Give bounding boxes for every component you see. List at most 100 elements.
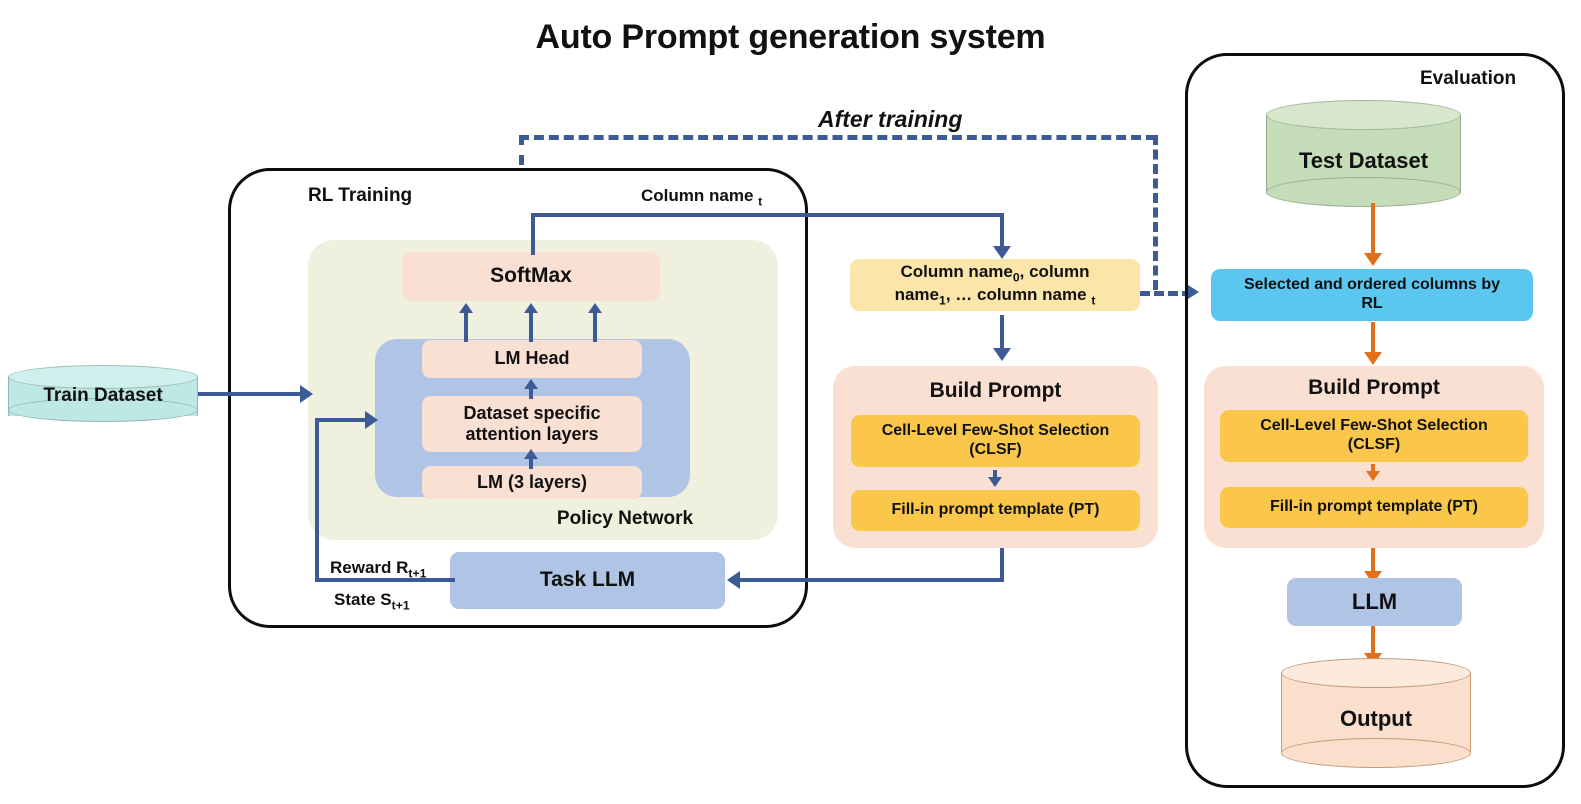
clsf-to-pt-line-evaluation: [1371, 464, 1375, 473]
pt-label-evaluation: Fill-in prompt template (PT): [1270, 498, 1478, 516]
reward-label-text: Reward R: [330, 558, 409, 577]
columns-to-build-prompt-arrowhead-eval: [1364, 352, 1382, 365]
after-training-arrowhead: [1188, 285, 1199, 299]
page-title: Auto Prompt generation system: [535, 18, 1046, 56]
build-prompt-title-training: Build Prompt: [929, 379, 1062, 402]
clsf-label-line1-training: Cell-Level Few-Shot Selection: [881, 422, 1110, 440]
feedback-vertical: [315, 418, 319, 582]
softmax-out-horizontal: [531, 213, 1004, 217]
llm-label: LLM: [1351, 589, 1398, 615]
clsf-box-training: Cell-Level Few-Shot Selection (CLSF): [851, 415, 1140, 467]
llm-to-output-line: [1371, 626, 1375, 656]
train-dataset-cylinder-top: [8, 365, 198, 389]
attention-to-lm-head-arrowhead: [524, 379, 538, 389]
attention-layers-label-line2: attention layers: [465, 424, 599, 444]
lm-head-to-softmax-arrowhead-3: [588, 303, 602, 313]
lm-head-to-softmax-line-1: [464, 312, 468, 342]
after-training-dashed-into-eval: [1140, 291, 1192, 296]
after-training-dashed-vertical-right: [1153, 135, 1158, 290]
selected-columns-line2: RL: [1361, 295, 1383, 312]
prompt-to-task-llm-horizontal: [740, 578, 1004, 582]
test-dataset-to-columns-arrowhead: [1364, 253, 1382, 266]
train-to-policy-line: [198, 392, 304, 396]
clsf-label-line2-evaluation: (CLSF): [1347, 436, 1401, 453]
column-names-line2-sub1: 1: [939, 293, 946, 308]
softmax-out-vertical: [531, 213, 535, 255]
after-training-label: After training: [818, 106, 963, 132]
column-names-line2-sub2: t: [1091, 293, 1096, 308]
columns-to-build-prompt-arrowhead: [993, 348, 1011, 361]
output-cylinder: Output: [1281, 658, 1471, 768]
after-training-dashed-vertical-left: [519, 135, 524, 165]
column-name-t-sub: t: [758, 194, 763, 209]
lm-head-box: LM Head: [422, 340, 642, 378]
lm-to-attention-arrowhead: [524, 449, 538, 459]
feedback-horizontal-top: [315, 418, 367, 422]
pt-box-training: Fill-in prompt template (PT): [851, 490, 1140, 531]
columns-to-build-prompt-line-eval: [1371, 322, 1375, 354]
pt-label-training: Fill-in prompt template (PT): [891, 501, 1100, 519]
softmax-out-arrowhead: [993, 246, 1011, 259]
columns-to-build-prompt-line: [1000, 315, 1004, 351]
evaluation-panel: [1185, 53, 1565, 788]
lm-head-to-softmax-arrowhead-1: [459, 303, 473, 313]
pt-box-evaluation: Fill-in prompt template (PT): [1220, 487, 1528, 528]
clsf-label-line2-training: (CLSF): [969, 441, 1022, 458]
softmax-out-down: [1000, 213, 1004, 248]
lm-head-to-softmax-arrowhead-2: [524, 303, 538, 313]
clsf-label-line1-evaluation: Cell-Level Few-Shot Selection: [1260, 417, 1488, 435]
output-label: Output: [1339, 706, 1413, 731]
test-dataset-cylinder: Test Dataset: [1266, 100, 1461, 207]
lm-layers-label: LM (3 layers): [476, 471, 588, 492]
clsf-to-pt-line-training: [993, 470, 997, 479]
softmax-box: SoftMax: [402, 252, 660, 301]
build-prompt-to-llm-line: [1371, 548, 1375, 574]
output-cylinder-top: [1281, 658, 1471, 688]
output-cylinder-bottom: [1281, 738, 1471, 768]
test-dataset-label: Test Dataset: [1298, 148, 1429, 173]
test-dataset-to-columns-line: [1371, 203, 1375, 255]
state-label-sub: t+1: [391, 598, 410, 613]
column-names-line1: Column name0, column: [900, 262, 1089, 285]
column-names-line1-sub: 0: [1012, 270, 1020, 285]
attention-layers-box: Dataset specific attention layers: [422, 396, 642, 452]
task-llm-box: Task LLM: [450, 552, 725, 609]
lm-head-to-softmax-line-3: [593, 312, 597, 342]
attention-to-lm-head-line: [529, 387, 533, 399]
test-dataset-cylinder-bottom: [1266, 177, 1461, 207]
lm-head-to-softmax-line-2: [529, 312, 533, 342]
task-llm-label: Task LLM: [539, 568, 636, 592]
prompt-to-task-llm-arrowhead: [727, 571, 740, 589]
column-names-line2: name1, … column name t: [895, 285, 1096, 308]
feedback-arrowhead: [365, 411, 378, 429]
clsf-to-pt-arrowhead-evaluation: [1366, 471, 1380, 481]
feedback-horizontal-bottom: [315, 578, 455, 582]
after-training-dashed-horizontal: [519, 135, 1156, 140]
column-names-line1-b: , column: [1019, 262, 1090, 282]
column-names-line1-a: Column name: [900, 262, 1013, 282]
train-dataset-cylinder: Train Dataset: [8, 365, 198, 427]
reward-label-sub: t+1: [408, 566, 427, 581]
state-label-text: State S: [334, 590, 392, 609]
prompt-to-task-llm-vertical: [1000, 548, 1004, 580]
policy-network-label: Policy Network: [556, 508, 694, 529]
test-dataset-cylinder-top: [1266, 100, 1461, 130]
selected-columns-line1: Selected and ordered columns by: [1243, 276, 1501, 294]
train-to-policy-arrowhead: [300, 385, 313, 403]
lm-layers-box: LM (3 layers): [422, 466, 642, 499]
clsf-to-pt-arrowhead-training: [988, 477, 1002, 487]
lm-head-label: LM Head: [494, 348, 570, 369]
rl-training-panel-title: RL Training: [308, 185, 413, 206]
reward-label: Reward Rt+1: [330, 558, 426, 580]
state-label: State St+1: [334, 590, 410, 612]
column-name-t-label: Column name t: [641, 186, 762, 208]
train-dataset-cylinder-bottom: [8, 398, 198, 422]
lm-to-attention-line: [529, 457, 533, 469]
column-names-line2-b: , … column name: [945, 285, 1092, 304]
llm-box: LLM: [1287, 578, 1462, 626]
column-name-t-text: Column name: [641, 186, 759, 205]
column-names-line2-a: name: [894, 285, 940, 304]
train-dataset-label: Train Dataset: [43, 385, 163, 406]
build-prompt-title-evaluation: Build Prompt: [1308, 376, 1440, 399]
